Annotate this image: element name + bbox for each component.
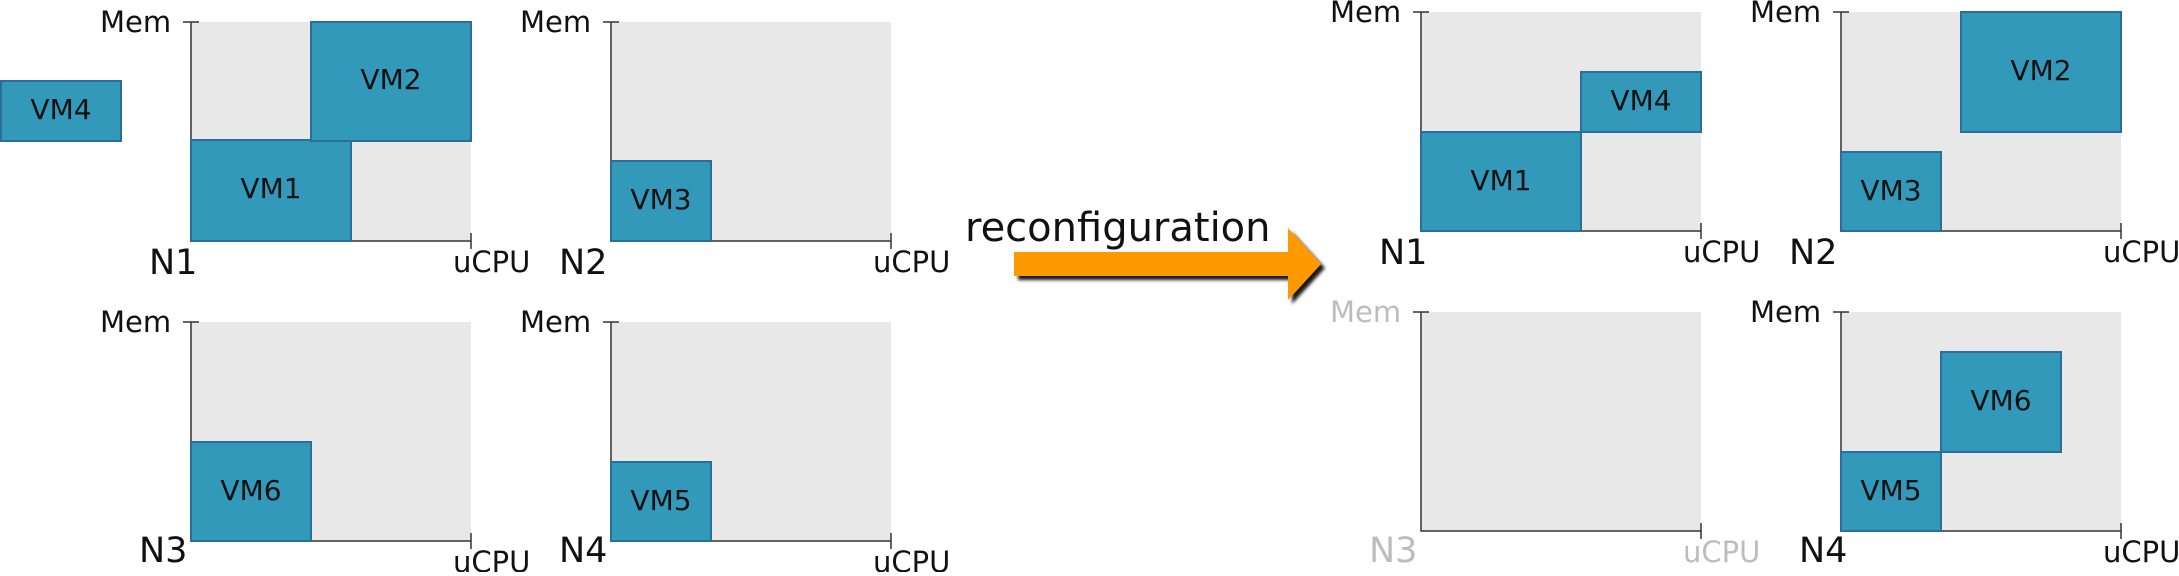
- svg-text:VM3: VM3: [1860, 174, 1921, 207]
- svg-text:VM3: VM3: [630, 183, 691, 216]
- before-n3-vm6: VM6: [190, 441, 312, 542]
- before-n2-node-label: N2: [559, 243, 607, 283]
- before-n1-x-axis-label: uCPU: [453, 245, 530, 279]
- after-n1-vm4: VM4: [1580, 71, 1702, 133]
- svg-text:VM5: VM5: [1860, 474, 1921, 507]
- before-n1-node-label: N1: [149, 243, 197, 283]
- before-n2-x-axis-label: uCPU: [873, 245, 950, 279]
- before-n1-vm2: VM2: [310, 21, 472, 142]
- after-n2-x-axis-label: uCPU: [2103, 235, 2179, 269]
- svg-text:VM4: VM4: [1610, 84, 1671, 117]
- before-n2-vm3: VM3: [610, 160, 712, 242]
- svg-text:VM6: VM6: [220, 474, 281, 507]
- after-n4-x-axis-label: uCPU: [2103, 535, 2179, 569]
- after-n2-vm2: VM2: [1960, 11, 2122, 133]
- after-node-n1-panel: Mem uCPU N1 VM1 VM4: [1330, 0, 1760, 273]
- after-n4-node-label: N4: [1799, 531, 1847, 571]
- svg-text:VM5: VM5: [630, 484, 691, 517]
- reconfiguration-label: reconfiguration: [965, 205, 1271, 251]
- reconfiguration-arrow: reconfiguration: [965, 205, 1321, 300]
- before-n3-x-axis-label: uCPU: [453, 545, 530, 572]
- after-n2-node-label: N2: [1789, 233, 1837, 273]
- before-n2-y-axis-label: Mem: [520, 5, 591, 39]
- before-n1-vm1: VM1: [190, 139, 352, 242]
- floating-vm4-label: VM4: [30, 93, 91, 126]
- after-n3-x-axis-label: uCPU: [1683, 535, 1760, 569]
- svg-text:VM6: VM6: [1970, 384, 2031, 417]
- svg-text:VM2: VM2: [360, 63, 421, 96]
- after-n1-node-label: N1: [1379, 233, 1427, 273]
- after-n1-x-axis-label: uCPU: [1683, 235, 1760, 269]
- svg-text:VM2: VM2: [2010, 54, 2071, 87]
- before-n4-y-axis-label: Mem: [520, 305, 591, 339]
- before-n3-node-label: N3: [139, 531, 187, 571]
- before-node-n1-panel: Mem uCPU N1 VM1 VM2: [100, 5, 530, 283]
- after-n3-node-label: N3: [1369, 531, 1417, 571]
- before-n1-y-axis-label: Mem: [100, 5, 171, 39]
- after-n3-y-axis-label: Mem: [1330, 295, 1401, 329]
- before-node-n4-panel: Mem uCPU N4 VM5: [520, 305, 950, 576]
- after-node-n4-panel: Mem uCPU N4 VM5 VM6: [1750, 295, 2179, 571]
- before-n4-node-label: N4: [559, 531, 607, 571]
- after-node-n3-panel: Mem uCPU N3: [1330, 295, 1760, 571]
- after-n4-y-axis-label: Mem: [1750, 295, 1821, 329]
- before-node-n2-panel: Mem uCPU N2 VM3: [520, 5, 950, 283]
- before-n3-y-axis-label: Mem: [100, 305, 171, 339]
- after-n1-vm1: VM1: [1420, 131, 1582, 232]
- svg-text:VM1: VM1: [240, 172, 301, 205]
- after-n1-y-axis-label: Mem: [1330, 0, 1401, 29]
- after-n2-y-axis-label: Mem: [1750, 0, 1821, 29]
- before-node-n3-panel: Mem uCPU N3 VM6: [100, 305, 530, 576]
- floating-vm4: VM4: [0, 80, 122, 142]
- svg-text:VM1: VM1: [1470, 164, 1531, 197]
- after-node-n2-panel: Mem uCPU N2 VM3 VM2: [1750, 0, 2179, 273]
- after-n4-vm6: VM6: [1940, 351, 2062, 453]
- before-n4-x-axis-label: uCPU: [873, 545, 950, 572]
- after-n4-vm5: VM5: [1840, 451, 1942, 532]
- before-n4-vm5: VM5: [610, 461, 712, 542]
- after-n2-vm3: VM3: [1840, 151, 1942, 232]
